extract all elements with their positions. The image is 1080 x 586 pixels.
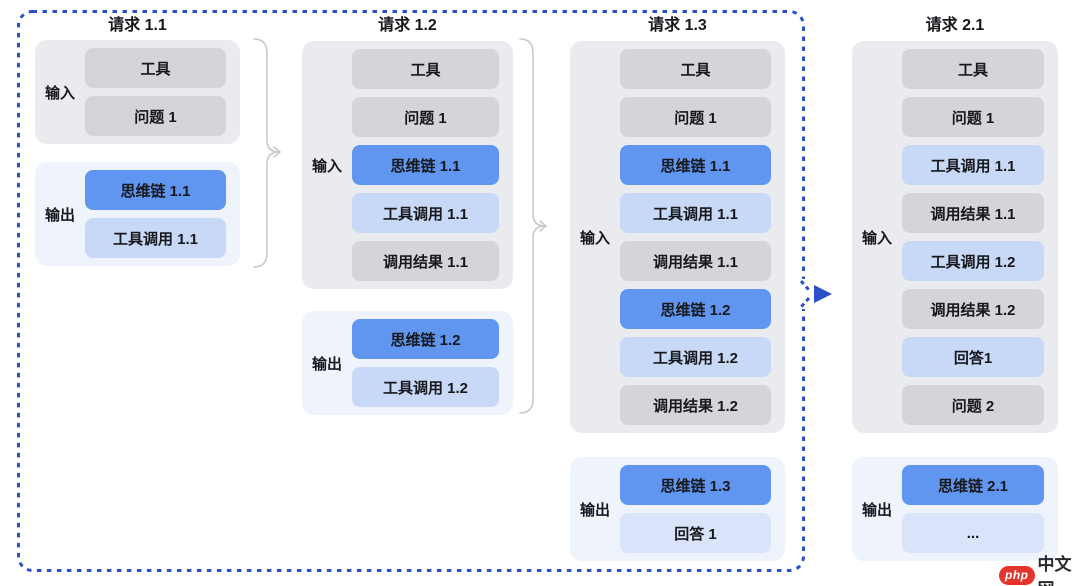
output-group-1-3: 输出 思维链 1.3 回答 1 — [570, 457, 785, 561]
output-label: 输出 — [44, 206, 75, 224]
block-light: 工具调用 1.2 — [902, 241, 1044, 281]
input-label: 输入 — [579, 229, 610, 247]
block-gray: 问题 2 — [902, 385, 1044, 425]
block-light: 工具调用 1.2 — [620, 337, 771, 377]
input-group-1-1: 输入 工具问题 1 — [35, 40, 240, 144]
block-gray: 问题 1 — [620, 97, 771, 137]
block-gray: 调用结果 1.1 — [902, 193, 1044, 233]
block-gray: 调用结果 1.1 — [352, 241, 499, 281]
brace-arrow-icon — [253, 38, 282, 268]
block-gray: 问题 1 — [85, 96, 226, 136]
output-items: 思维链 1.3 回答 1 — [620, 465, 771, 553]
output-label: 输出 — [579, 501, 610, 519]
input-label: 输入 — [861, 229, 892, 247]
output-group-1-1: 输出 思维链 1.1 工具调用 1.1 — [35, 162, 240, 266]
input-items: 工具问题 1 思维链 1.1 工具调用 1.1 调用结果 1.1 思维链 1.2 工具调用… — [620, 49, 771, 425]
php-chinese-net-watermark: php 中文网 — [999, 555, 1080, 586]
output-label: 输出 — [861, 501, 892, 519]
block-gray: 问题 1 — [352, 97, 499, 137]
input-group-2-1: 输入 工具问题 1 工具调用 1.1 调用结果 1.1 工具调用 1.2 调用结果 1.… — [852, 41, 1058, 433]
input-group-1-2: 输入 工具问题 1 思维链 1.1 工具调用 1.1 调用结果 1.1 — [302, 41, 513, 289]
block-lighter: 回答 1 — [620, 513, 771, 553]
block-light: 工具调用 1.1 — [352, 193, 499, 233]
output-group-1-2: 输出 思维链 1.2 工具调用 1.2 — [302, 311, 513, 415]
php-badge: php — [999, 565, 1035, 585]
next-request-arrow-icon — [797, 279, 832, 309]
block-light: 工具调用 1.1 — [620, 193, 771, 233]
output-label: 输出 — [311, 355, 342, 373]
block-light: 回答1 — [902, 337, 1044, 377]
output-items: 思维链 2.1... — [902, 465, 1044, 553]
input-label: 输入 — [311, 157, 342, 175]
output-items: 思维链 1.1 工具调用 1.1 — [85, 170, 226, 258]
block-gray: 调用结果 1.2 — [902, 289, 1044, 329]
block-blue: 思维链 2.1 — [902, 465, 1044, 505]
watermark-text: 中文网 — [1037, 555, 1072, 586]
block-gray: 工具 — [902, 49, 1044, 89]
block-light: 工具调用 1.1 — [85, 218, 226, 258]
input-items: 工具问题 1 工具调用 1.1 调用结果 1.1 工具调用 1.2 调用结果 1.2 回答… — [902, 49, 1044, 425]
block-light: 工具调用 1.2 — [352, 367, 499, 407]
input-label: 输入 — [44, 84, 75, 102]
block-gray: 工具 — [85, 48, 226, 88]
output-items: 思维链 1.2 工具调用 1.2 — [352, 319, 499, 407]
block-gray: 调用结果 1.2 — [620, 385, 771, 425]
column-title-request-1-3: 请求 1.3 — [648, 17, 707, 34]
block-gray: 工具 — [620, 49, 771, 89]
block-blue: 思维链 1.1 — [352, 145, 499, 185]
block-blue: 思维链 1.1 — [620, 145, 771, 185]
block-light: 工具调用 1.1 — [902, 145, 1044, 185]
input-items: 工具问题 1 — [85, 48, 226, 136]
block-gray: 工具 — [352, 49, 499, 89]
column-title-request-2-1: 请求 2.1 — [925, 17, 985, 34]
block-blue: 思维链 1.2 — [352, 319, 499, 359]
column-title-request-1-1: 请求 1.1 — [108, 17, 167, 34]
block-blue: 思维链 1.2 — [620, 289, 771, 329]
input-items: 工具问题 1 思维链 1.1 工具调用 1.1 调用结果 1.1 — [352, 49, 499, 281]
output-group-2-1: 输出 思维链 2.1... — [852, 457, 1058, 561]
block-blue: 思维链 1.1 — [85, 170, 226, 210]
column-title-request-1-2: 请求 1.2 — [378, 17, 437, 34]
block-gray: 调用结果 1.1 — [620, 241, 771, 281]
block-lighter: ... — [902, 513, 1044, 553]
block-gray: 问题 1 — [902, 97, 1044, 137]
brace-arrow-icon — [519, 38, 548, 414]
block-blue: 思维链 1.3 — [620, 465, 771, 505]
